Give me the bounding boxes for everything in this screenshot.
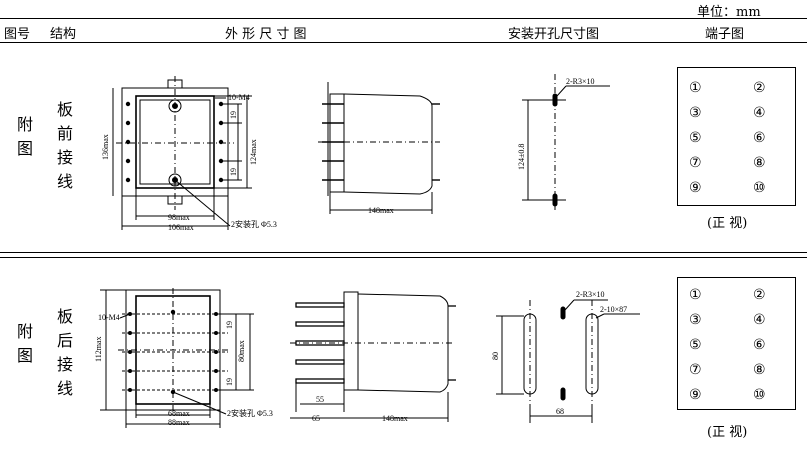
row2-view-label: (正 视): [707, 425, 748, 440]
row2-side-view: [290, 291, 456, 422]
row1-cutout: [522, 74, 610, 212]
header-outline-dims: 外 形 尺 寸 图: [225, 27, 307, 42]
header-cutout-dims: 安装开孔尺寸图: [508, 27, 600, 42]
row2-pitch-b: 19: [225, 378, 234, 386]
terminal-1: ①: [689, 80, 702, 96]
row2-width-inner: 68max: [168, 409, 190, 418]
terminal-5: ⑤: [689, 130, 702, 146]
terminal-9: ⑨: [689, 180, 702, 196]
row-divider-2: [0, 257, 807, 258]
row2-front-view: [100, 288, 254, 428]
row1-height-max: 136max: [101, 134, 110, 160]
terminal-2: ②: [753, 287, 766, 303]
terminal-4: ④: [753, 105, 766, 121]
terminal-6: ⑥: [753, 337, 766, 353]
row2-stud-len: 55: [316, 395, 324, 404]
terminal-1: ①: [689, 287, 702, 303]
header-rule: [0, 42, 807, 43]
terminal-7: ⑦: [689, 362, 702, 378]
header-terminal-diagram: 端子图: [705, 27, 745, 42]
terminal-3: ③: [689, 312, 702, 328]
row1-width-max: 106max: [168, 223, 194, 232]
row2-cutout: [496, 299, 640, 426]
row1-view-label: (正 视): [707, 216, 748, 231]
row1-terminal-box: [677, 67, 796, 206]
terminal-5: ⑤: [689, 337, 702, 353]
row2-terminal-box: [677, 277, 796, 410]
row2-height-max: 112max: [94, 337, 103, 362]
terminal-8: ⑧: [753, 155, 766, 171]
row2-pitch-a: 19: [225, 321, 234, 329]
header-fig-no: 图号: [4, 27, 31, 42]
row2-width-max: 88max: [168, 418, 190, 427]
row2-screw: 10-M4: [98, 313, 120, 322]
row2-fig-label: 附图: [16, 322, 33, 365]
row2-inner-height: 80max: [237, 340, 246, 362]
row1-inner-height: 124max: [249, 139, 258, 165]
top-rule: [0, 18, 807, 19]
terminal-4: ④: [753, 312, 766, 328]
terminal-10: ⑩: [753, 180, 766, 196]
row2-structure-label: 板后 接线: [56, 307, 73, 398]
row1-structure-label: 板前 接线: [56, 100, 73, 191]
row2-depth-max: 148max: [382, 414, 408, 423]
row2-mount-hole: 2安装孔 Φ5.3: [227, 408, 273, 418]
row1-mount-hole: 2安装孔 Φ5.3: [231, 219, 277, 229]
row1-depth-max: 148max: [368, 206, 394, 215]
terminal-7: ⑦: [689, 155, 702, 171]
row1-pitch-b: 19: [229, 168, 238, 176]
row1-cutout-pitch: 124±0.8: [517, 144, 526, 170]
row2-cutout-height: 80: [491, 352, 500, 360]
terminal-8: ⑧: [753, 362, 766, 378]
row1-cutout-slot: 2-R3×10: [566, 77, 595, 86]
terminal-10: ⑩: [753, 387, 766, 403]
terminal-3: ③: [689, 105, 702, 121]
row2-cutout-slot2: 2-10×87: [600, 305, 627, 314]
terminal-6: ⑥: [753, 130, 766, 146]
row1-fig-label: 附图: [16, 115, 33, 158]
header-structure: 结构: [50, 27, 77, 42]
terminal-9: ⑨: [689, 387, 702, 403]
row1-width-inner: 98max: [168, 213, 190, 222]
row1-screw: 10-M4: [228, 93, 250, 102]
row2-cutout-slot: 2-R3×10: [576, 290, 605, 299]
row1-front-view: [112, 76, 252, 230]
row1-pitch-a: 19: [229, 111, 238, 119]
row2-stud-total: 65: [312, 414, 320, 423]
row2-cutout-width: 68: [556, 407, 564, 416]
row-divider: [0, 252, 807, 253]
row1-side-view: [318, 82, 440, 214]
unit-label: 单位：mm: [697, 5, 761, 20]
terminal-2: ②: [753, 80, 766, 96]
